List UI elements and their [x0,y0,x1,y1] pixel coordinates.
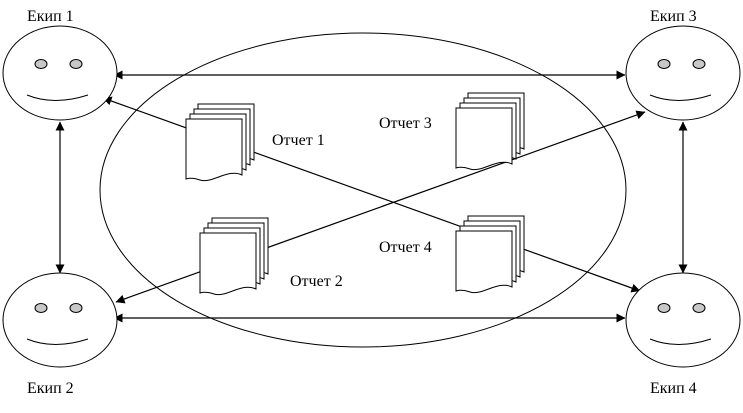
document-stack-icon [185,103,255,182]
team-label-3: Екип 3 [650,8,697,25]
connection-arrows [55,70,688,323]
smiley-face-icon [2,25,118,121]
smiley-face-icon [625,272,741,368]
document-stack-icon [199,217,269,296]
document-stack-icon [455,215,525,294]
report-label-2: Отчет 2 [290,273,343,290]
report-label-3: Отчет 3 [379,115,432,132]
smiley-face-icon [2,272,118,368]
team-label-2: Екип 2 [27,380,74,397]
document-stack-icon [455,92,525,171]
report-label-4: Отчет 4 [379,239,432,256]
shared-workspace-ellipse [99,32,627,348]
arrow-team1-team4 [102,96,641,293]
smiley-face-icon [625,25,741,121]
team-label-4: Екип 4 [650,380,697,397]
report-label-1: Отчет 1 [272,132,325,149]
team-label-1: Екип 1 [27,8,74,25]
